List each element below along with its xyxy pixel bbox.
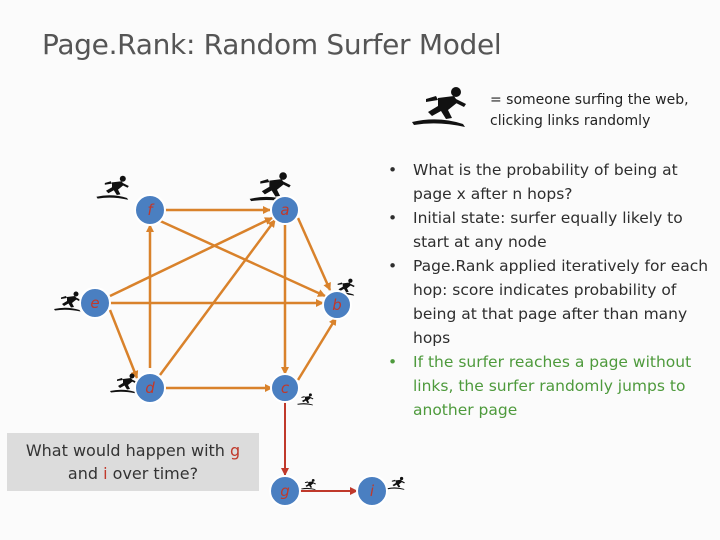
edge-c-b <box>296 317 338 381</box>
bullet-text: Initial state: surfer equally likely to … <box>413 209 683 251</box>
node-label-c: c <box>281 379 290 397</box>
node-label-e: e <box>90 294 99 312</box>
node-b <box>322 290 352 320</box>
edge-a-b <box>296 217 332 291</box>
dangling-edges <box>281 402 358 495</box>
edges <box>108 206 338 392</box>
node-c <box>270 373 300 403</box>
node-label-f: f <box>147 201 155 219</box>
slide-title: Page.Rank: Random Surfer Model <box>42 28 502 61</box>
edge-e-d <box>108 309 139 379</box>
node-label-i: i <box>370 482 375 500</box>
question-line-1: What would happen with g <box>7 439 259 462</box>
question-text: over time? <box>107 464 199 483</box>
question-text: and <box>67 464 104 483</box>
surfer-icon <box>387 476 405 490</box>
surfer-icon <box>412 87 466 127</box>
bullet-list: •What is the probability of being at pag… <box>388 158 713 422</box>
node-label-d: d <box>145 379 155 397</box>
bullet-text: If the surfer reaches a page without lin… <box>413 353 692 419</box>
bullet-item: •Page.Rank applied iteratively for each … <box>388 254 713 350</box>
surfer-icon <box>54 291 81 312</box>
node-f <box>134 194 166 226</box>
node-a <box>270 195 300 225</box>
question-node-g: g <box>230 441 241 460</box>
node-e <box>79 287 111 319</box>
bullet-text: Page.Rank applied iteratively for each h… <box>413 257 709 347</box>
edge-f-b <box>157 218 326 298</box>
edge-e-a <box>109 216 273 298</box>
legend-line-2: clicking links randomly <box>490 113 651 129</box>
bullet-item: •Initial state: surfer equally likely to… <box>388 206 713 254</box>
node-d <box>134 372 166 404</box>
surfer-icon <box>297 393 314 406</box>
bullet-item: •What is the probability of being at pag… <box>388 158 713 206</box>
node-label-a: a <box>280 201 289 219</box>
question-node-i: i <box>103 464 108 483</box>
node-i <box>356 475 388 507</box>
question-text: What would happen with <box>25 441 231 460</box>
nodes <box>79 194 388 507</box>
surfer-icon <box>110 373 137 394</box>
surfer-legend: = someone surfing the web, clicking link… <box>408 84 708 134</box>
node-label-g: g <box>280 482 290 500</box>
bullet-item: •If the surfer reaches a page without li… <box>388 350 713 422</box>
node-label-b: b <box>332 296 342 314</box>
question-box: What would happen with g and i over time… <box>7 433 259 491</box>
node-g <box>269 475 301 507</box>
surfer-icon <box>96 175 129 200</box>
legend-text: = someone surfing the web, clicking link… <box>490 90 689 132</box>
bullet-text: What is the probability of being at page… <box>413 161 678 203</box>
question-line-2: and i over time? <box>7 462 259 485</box>
legend-line-1: = someone surfing the web, <box>490 92 689 108</box>
edge-d-a <box>158 219 277 376</box>
surfer-icon <box>301 478 316 490</box>
